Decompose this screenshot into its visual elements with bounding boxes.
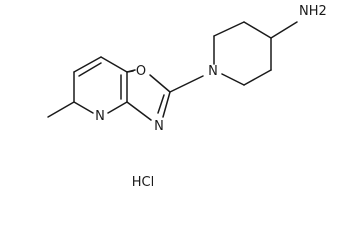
bond-c6-c5 <box>73 56 102 73</box>
piperidine-ring <box>213 21 272 86</box>
chemical-structure: O N N N NH2 HCl <box>47 4 327 190</box>
bond-ca-cb <box>213 21 245 37</box>
bond-c2-n3-double <box>157 94 165 114</box>
bond-o-c2 <box>149 74 171 93</box>
bond-cb-c4 <box>243 21 272 39</box>
bond-n3-c3a <box>126 101 152 121</box>
pyridine-nitrogen-label: N <box>95 109 105 124</box>
bond-npyr-c3a <box>107 101 128 114</box>
hydrochloride-label: HCl <box>132 175 154 190</box>
pyridine-ring <box>73 56 128 114</box>
bond-c4-npyr <box>73 101 94 114</box>
oxygen-label: O <box>136 64 146 79</box>
amine-label: NH2 <box>299 4 327 19</box>
amine-bond <box>270 21 298 39</box>
oxazole-ring <box>126 69 171 121</box>
bond-c7-oxazole <box>126 69 136 73</box>
bond-c2-n3 <box>162 91 171 118</box>
bond-c5-c5double <box>78 62 102 77</box>
bond-cd-npip <box>221 73 245 86</box>
piperidine-nitrogen-label: N <box>208 64 218 79</box>
bond-c7-c6 <box>100 56 128 73</box>
methyl-bond <box>47 101 75 118</box>
bond-cc-cd <box>243 69 272 86</box>
bond-c2-npip <box>169 75 204 93</box>
oxazole-nitrogen-label: N <box>154 119 164 134</box>
